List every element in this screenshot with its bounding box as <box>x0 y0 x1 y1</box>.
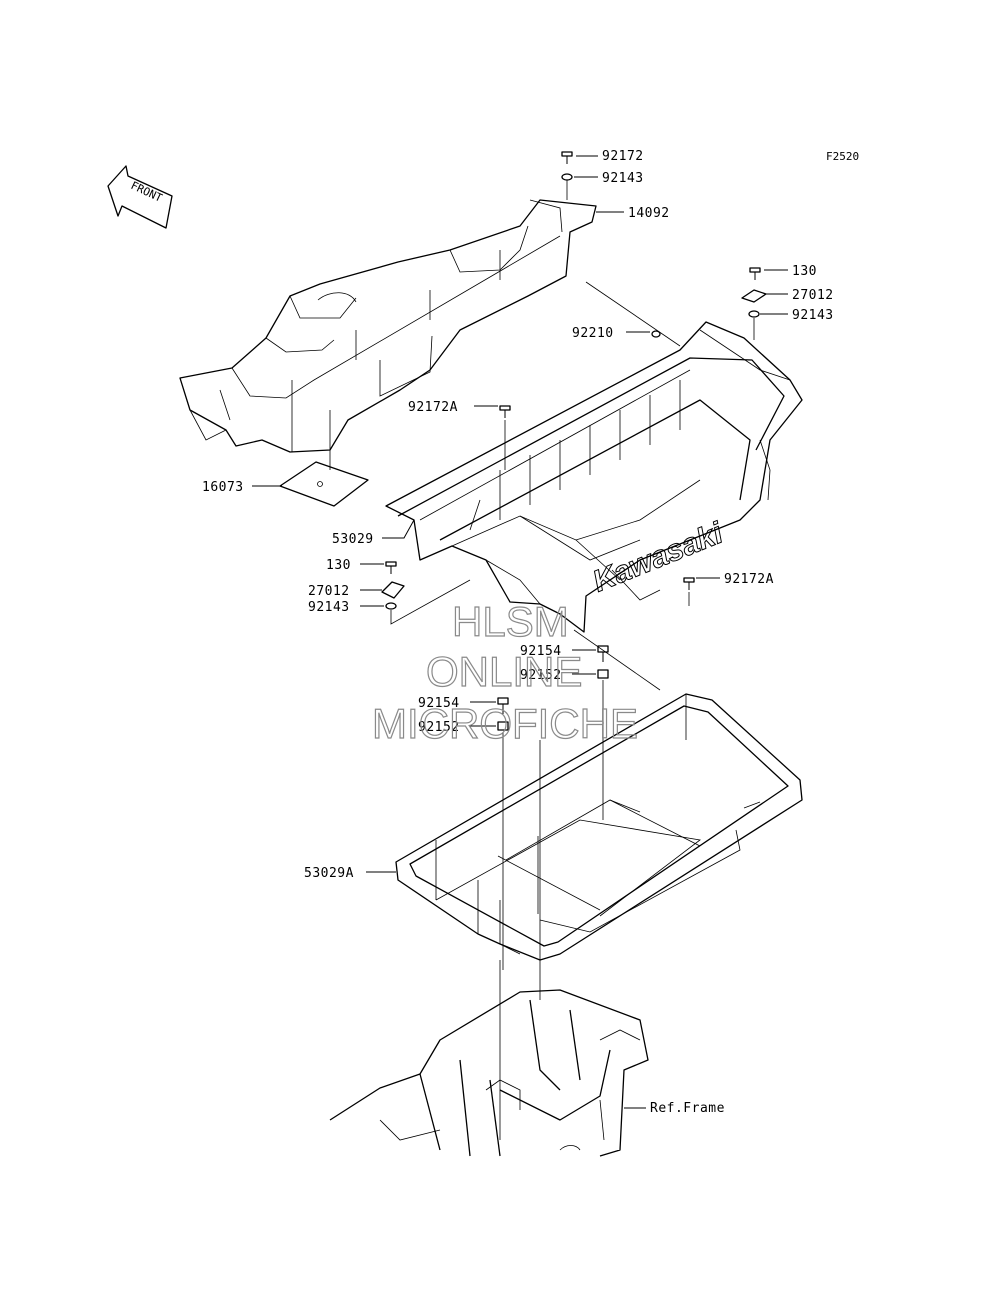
diagram-code: F2520 <box>826 150 859 163</box>
rivet-92172A-top-icon <box>499 405 511 418</box>
nut-92152-left-icon <box>497 721 509 731</box>
callout-92143-right: 92143 <box>792 308 834 323</box>
clamp-27012-right-icon <box>741 289 767 303</box>
leader-lines <box>252 155 788 1140</box>
clip-92210-icon <box>651 330 661 338</box>
watermark-line2: ONLINE <box>426 648 582 695</box>
washer-92143-right-icon <box>748 310 760 318</box>
bolt-130-right-icon <box>749 267 761 280</box>
callout-16073: 16073 <box>202 480 244 495</box>
bolt-92154-left-icon <box>497 697 509 714</box>
watermark: HLSM ONLINE MICROFICHE <box>371 597 638 747</box>
callout-92143-left: 92143 <box>308 600 350 615</box>
watermark-line3: MICROFICHE <box>372 700 638 747</box>
rivet-92172A-right-icon <box>683 577 695 590</box>
bolt-92172-icon <box>561 151 573 164</box>
watermark-line1: HLSM <box>452 598 569 645</box>
nut-92152-right-icon <box>597 669 609 679</box>
callout-130-right: 130 <box>792 264 817 279</box>
washer-92143-icon <box>561 173 573 181</box>
callout-27012-right: 27012 <box>792 288 834 303</box>
callout-14092: 14092 <box>628 206 670 221</box>
callout-53029: 53029 <box>332 532 374 547</box>
vehicle-frame-part <box>329 989 649 1157</box>
washer-92143-left-icon <box>385 602 397 610</box>
callout-92172: 92172 <box>602 149 644 164</box>
callout-92154-left: 92154 <box>418 696 460 711</box>
cover-panel-part <box>179 199 597 453</box>
callout-92143-top: 92143 <box>602 171 644 186</box>
callout-92210: 92210 <box>572 326 614 341</box>
bolt-92154-right-icon <box>597 645 609 662</box>
rack-frame-part <box>395 693 803 961</box>
callout-53029A: 53029A <box>304 866 354 881</box>
bolt-130-left-icon <box>385 561 397 574</box>
callout-92152-left: 92152 <box>418 720 460 735</box>
callout-130-left: 130 <box>326 558 351 573</box>
callout-92172A-right: 92172A <box>724 572 774 587</box>
front-arrow-icon: FRONT <box>107 165 173 229</box>
callout-27012-left: 27012 <box>308 584 350 599</box>
callout-92152-right: 92152 <box>520 668 562 683</box>
callout-ref-frame: Ref.Frame <box>650 1101 725 1116</box>
clamp-27012-left-icon <box>381 581 405 599</box>
plate-part <box>279 461 369 507</box>
callout-92172A-top: 92172A <box>408 400 458 415</box>
callout-92154-right: 92154 <box>520 644 562 659</box>
